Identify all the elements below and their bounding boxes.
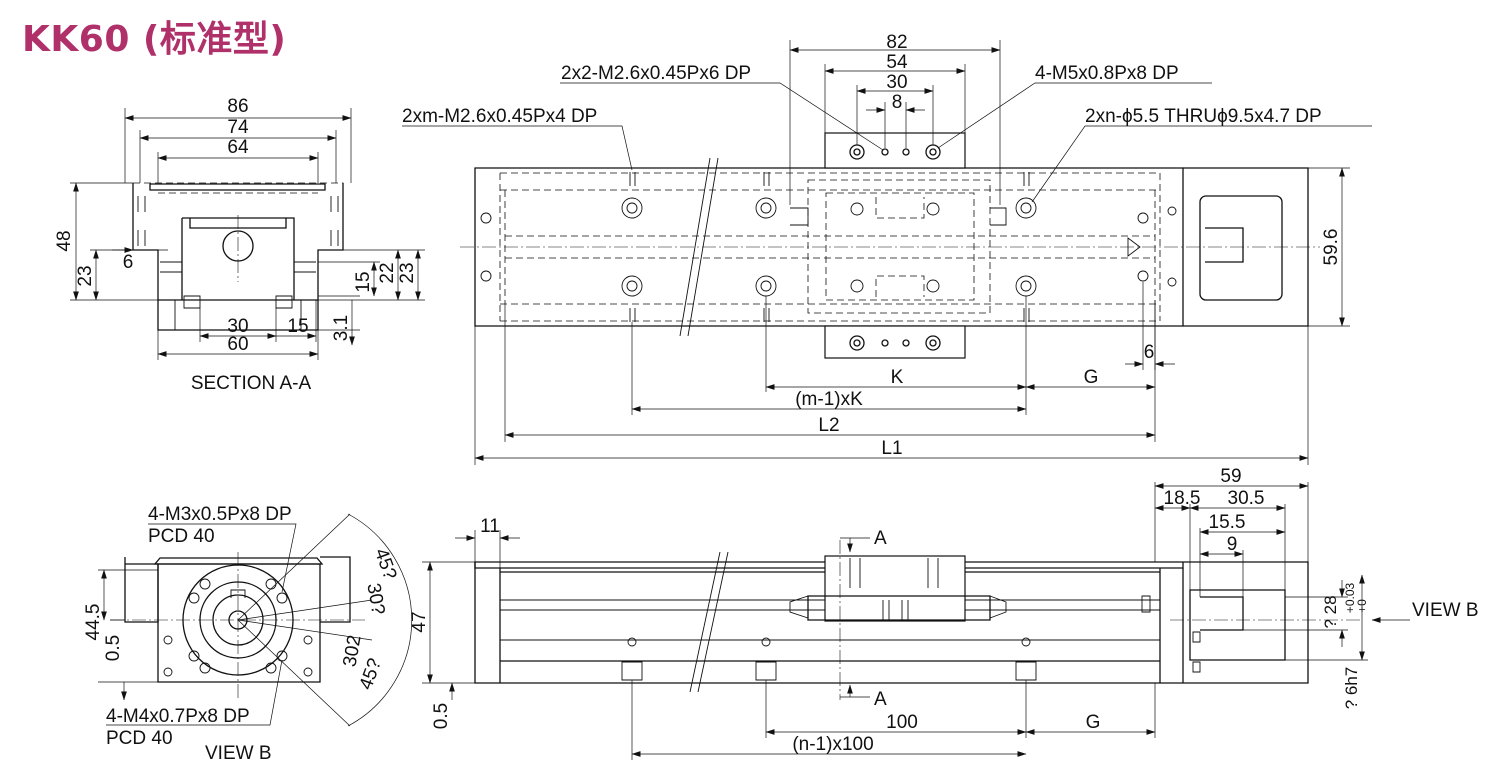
angle-45-upper: 45? bbox=[370, 546, 401, 583]
view-b-arrow-label: VIEW B bbox=[1412, 600, 1479, 621]
end-view-b bbox=[110, 552, 365, 700]
callout-2xm-tap: 2xm-M2.6x0.45Px4 DP bbox=[402, 106, 597, 127]
angle-30-upper: 30? bbox=[362, 582, 388, 617]
side-dimensions: A A 11 47 0.5 59 18.5 30.5 15.5 9 ? 28 +… bbox=[409, 466, 1479, 760]
dim-30-section: 30 bbox=[227, 316, 248, 337]
dim-22: 22 bbox=[377, 262, 398, 283]
callout-top-pcd: PCD 40 bbox=[148, 526, 215, 547]
dim-8: 8 bbox=[892, 92, 903, 113]
callout-m3-tap: 4-M3x0.5Px8 DP bbox=[148, 504, 292, 525]
side-view bbox=[474, 540, 1360, 700]
dim-64: 64 bbox=[227, 137, 249, 158]
dim-11: 11 bbox=[480, 516, 500, 537]
dim-6-top: 6 bbox=[1144, 342, 1155, 363]
dim-18-5: 18.5 bbox=[1164, 488, 1201, 509]
section-marker-a-top: A bbox=[874, 528, 887, 549]
section-caption: SECTION A-A bbox=[191, 373, 312, 394]
dim-l1: L1 bbox=[881, 438, 902, 459]
dim-0-5-end: 0.5 bbox=[103, 635, 124, 661]
dim-23-right: 23 bbox=[397, 262, 418, 283]
drawing-title: KK60 (标准型) bbox=[22, 19, 287, 60]
dim-6-section: 6 bbox=[123, 252, 134, 273]
section-a-a-view bbox=[132, 182, 344, 331]
top-view bbox=[460, 132, 1320, 359]
dim-0-5-side: 0.5 bbox=[431, 703, 452, 729]
tolerance-low: +0 bbox=[1355, 599, 1369, 613]
dim-g-side: G bbox=[1086, 712, 1101, 733]
dim-g-top: G bbox=[1084, 367, 1099, 388]
section-marker-a-bottom: A bbox=[874, 689, 887, 710]
dim-74: 74 bbox=[227, 117, 249, 138]
dim-30-5: 30.5 bbox=[1228, 488, 1265, 509]
angle-30-lower: 302 bbox=[339, 634, 365, 669]
dim-n1-100: (n-1)x100 bbox=[792, 734, 873, 755]
dim-59: 59 bbox=[1220, 466, 1241, 487]
dim-54: 54 bbox=[886, 52, 908, 73]
dim-28: ? 28 bbox=[1321, 595, 1340, 628]
dim-30-top: 30 bbox=[886, 72, 907, 93]
dim-47: 47 bbox=[409, 611, 430, 632]
view-b-caption: VIEW B bbox=[205, 743, 272, 764]
dim-44-5: 44.5 bbox=[83, 604, 104, 641]
dim-3-1: 3.1 bbox=[331, 315, 352, 341]
dim-59-6: 59.6 bbox=[1321, 229, 1342, 266]
dim-k: K bbox=[891, 367, 904, 388]
dim-9: 9 bbox=[1227, 534, 1238, 555]
dim-l2: L2 bbox=[818, 415, 839, 436]
tolerance-high: +0.03 bbox=[1343, 582, 1357, 613]
callout-2xn-thru: 2xn-ϕ5.5 THRUϕ9.5x4.7 DP bbox=[1085, 106, 1322, 127]
dim-86: 86 bbox=[227, 96, 248, 117]
callout-2x2-tap: 2x2-M2.6x0.45Px6 DP bbox=[561, 63, 751, 84]
dim-82: 82 bbox=[886, 32, 907, 53]
callout-m4-tap: 4-M4x0.7Px8 DP bbox=[106, 706, 250, 727]
dim-48: 48 bbox=[54, 230, 75, 251]
callout-bottom-pcd: PCD 40 bbox=[106, 728, 173, 749]
callout-4-m5-tap: 4-M5x0.8Px8 DP bbox=[1035, 63, 1179, 84]
top-dimensions: 82 54 30 8 2x2-M2.6x0.45Px6 DP 4-M5x0.8P… bbox=[402, 32, 1372, 465]
dim-m1-k: (m-1)xK bbox=[795, 389, 863, 410]
dim-60: 60 bbox=[227, 334, 248, 355]
dim-15-horizontal: 15 bbox=[287, 316, 308, 337]
dim-23-left: 23 bbox=[75, 265, 96, 286]
dim-6h7: ? 6h7 bbox=[1342, 667, 1361, 710]
end-view-dimensions: 4-M3x0.5Px8 DP PCD 40 4-M4x0.7Px8 DP PCD… bbox=[83, 504, 413, 764]
dim-15-5: 15.5 bbox=[1209, 512, 1246, 533]
dim-15-vertical: 15 bbox=[353, 271, 374, 292]
section-dimensions: 86 74 64 48 23 6 22 23 15 3.1 30 15 60 S… bbox=[54, 96, 425, 394]
dim-100: 100 bbox=[886, 712, 918, 733]
